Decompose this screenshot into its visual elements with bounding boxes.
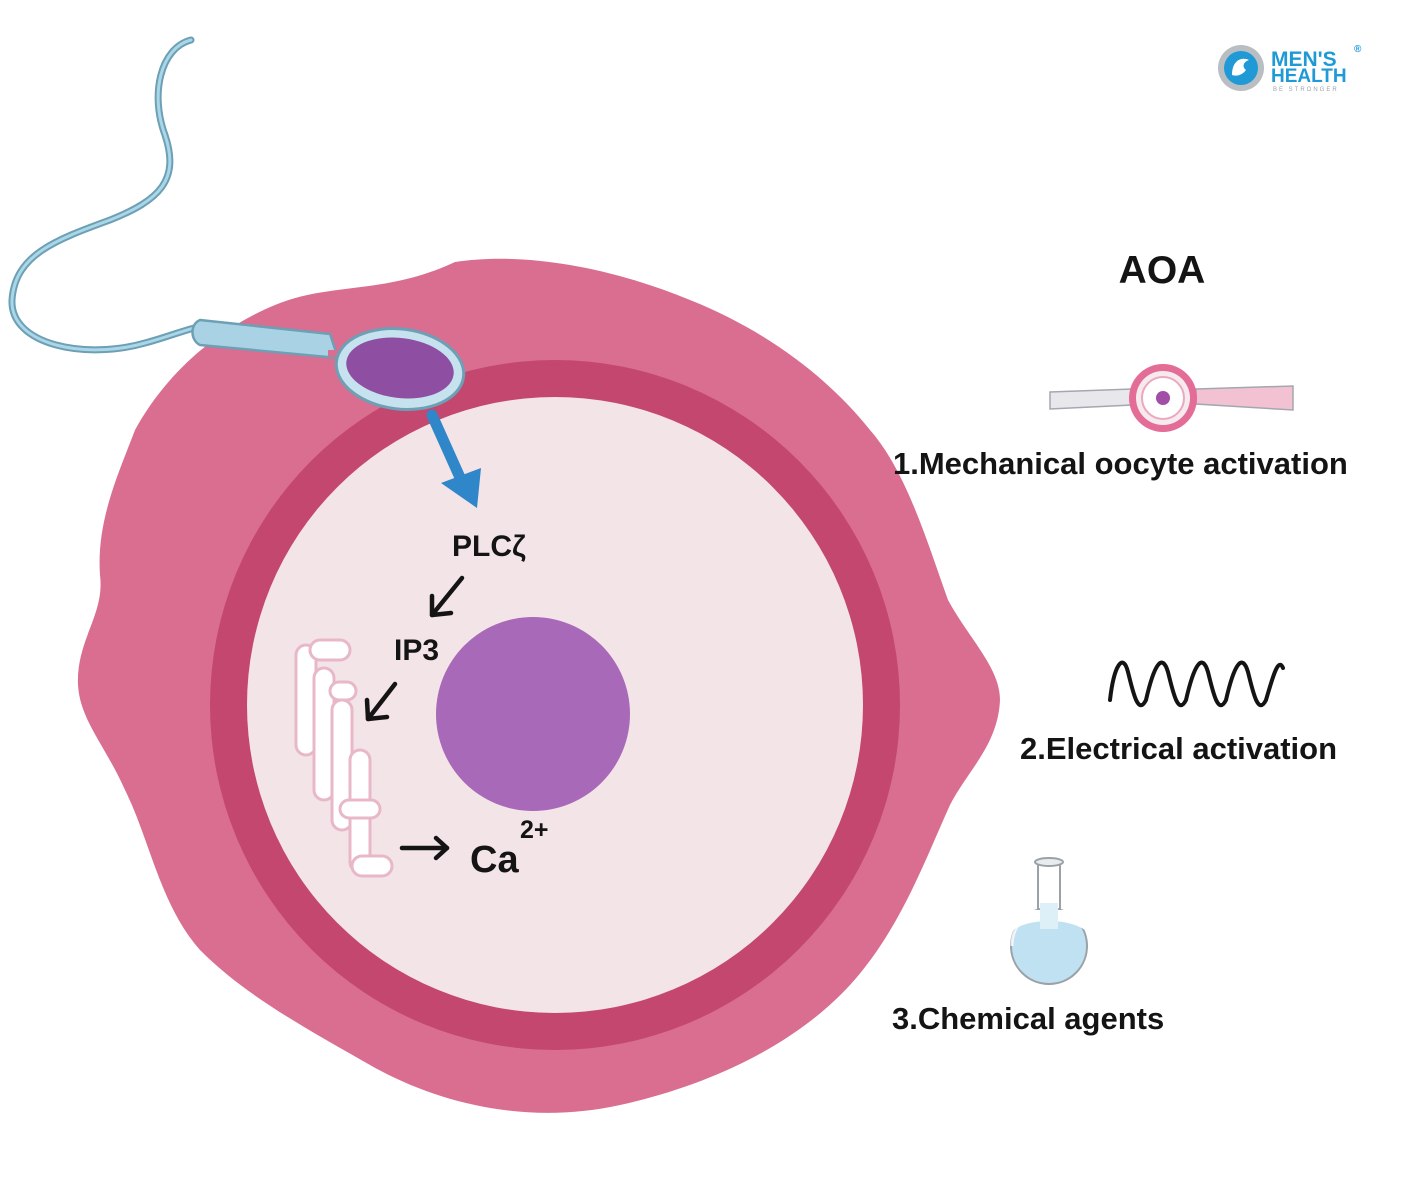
blue-entry-arrow	[426, 409, 481, 508]
logo-line-1: MEN'S	[1271, 48, 1337, 71]
ip3-label: IP3	[394, 634, 439, 667]
nucleus	[436, 617, 630, 811]
flask-icon	[1010, 857, 1088, 985]
sperm-head-nucleus	[346, 337, 454, 399]
logo-registered-mark: ®	[1354, 44, 1362, 55]
sperm-midpiece	[191, 318, 340, 360]
pathway-arrows	[364, 575, 465, 861]
oocyte: PLCζ IP3 Ca 2+	[77, 258, 1000, 1113]
calcium-charge-label: 2+	[520, 816, 549, 844]
method-2-label: 2.Electrical activation	[1020, 731, 1337, 766]
method-1-label: 1.Mechanical oocyte activation	[893, 446, 1348, 481]
calcium-label: Ca	[470, 839, 519, 881]
logo-tagline: BE STRONGER	[1273, 87, 1339, 93]
sperm-cell	[8, 36, 466, 411]
sine-wave-icon	[1108, 660, 1285, 708]
sperm-flagellum	[8, 36, 219, 354]
micropipette-oocyte-icon	[1049, 364, 1294, 432]
logo-line-2: HEALTH	[1271, 66, 1347, 87]
aoa-panel: AOA 1.Mechanical oocyte activation 2.Ele…	[892, 249, 1348, 1036]
arrow-plc-to-ip3	[429, 575, 465, 618]
endoplasmic-reticulum-icon	[294, 638, 394, 878]
aoa-title: AOA	[1119, 249, 1206, 292]
arrow-ip3-to-er	[365, 681, 398, 722]
plc-zeta-label: PLCζ	[452, 530, 526, 563]
brand-logo[interactable]: MEN'S ® HEALTH BE STRONGER	[1218, 44, 1362, 93]
method-3-label: 3.Chemical agents	[892, 1001, 1164, 1036]
